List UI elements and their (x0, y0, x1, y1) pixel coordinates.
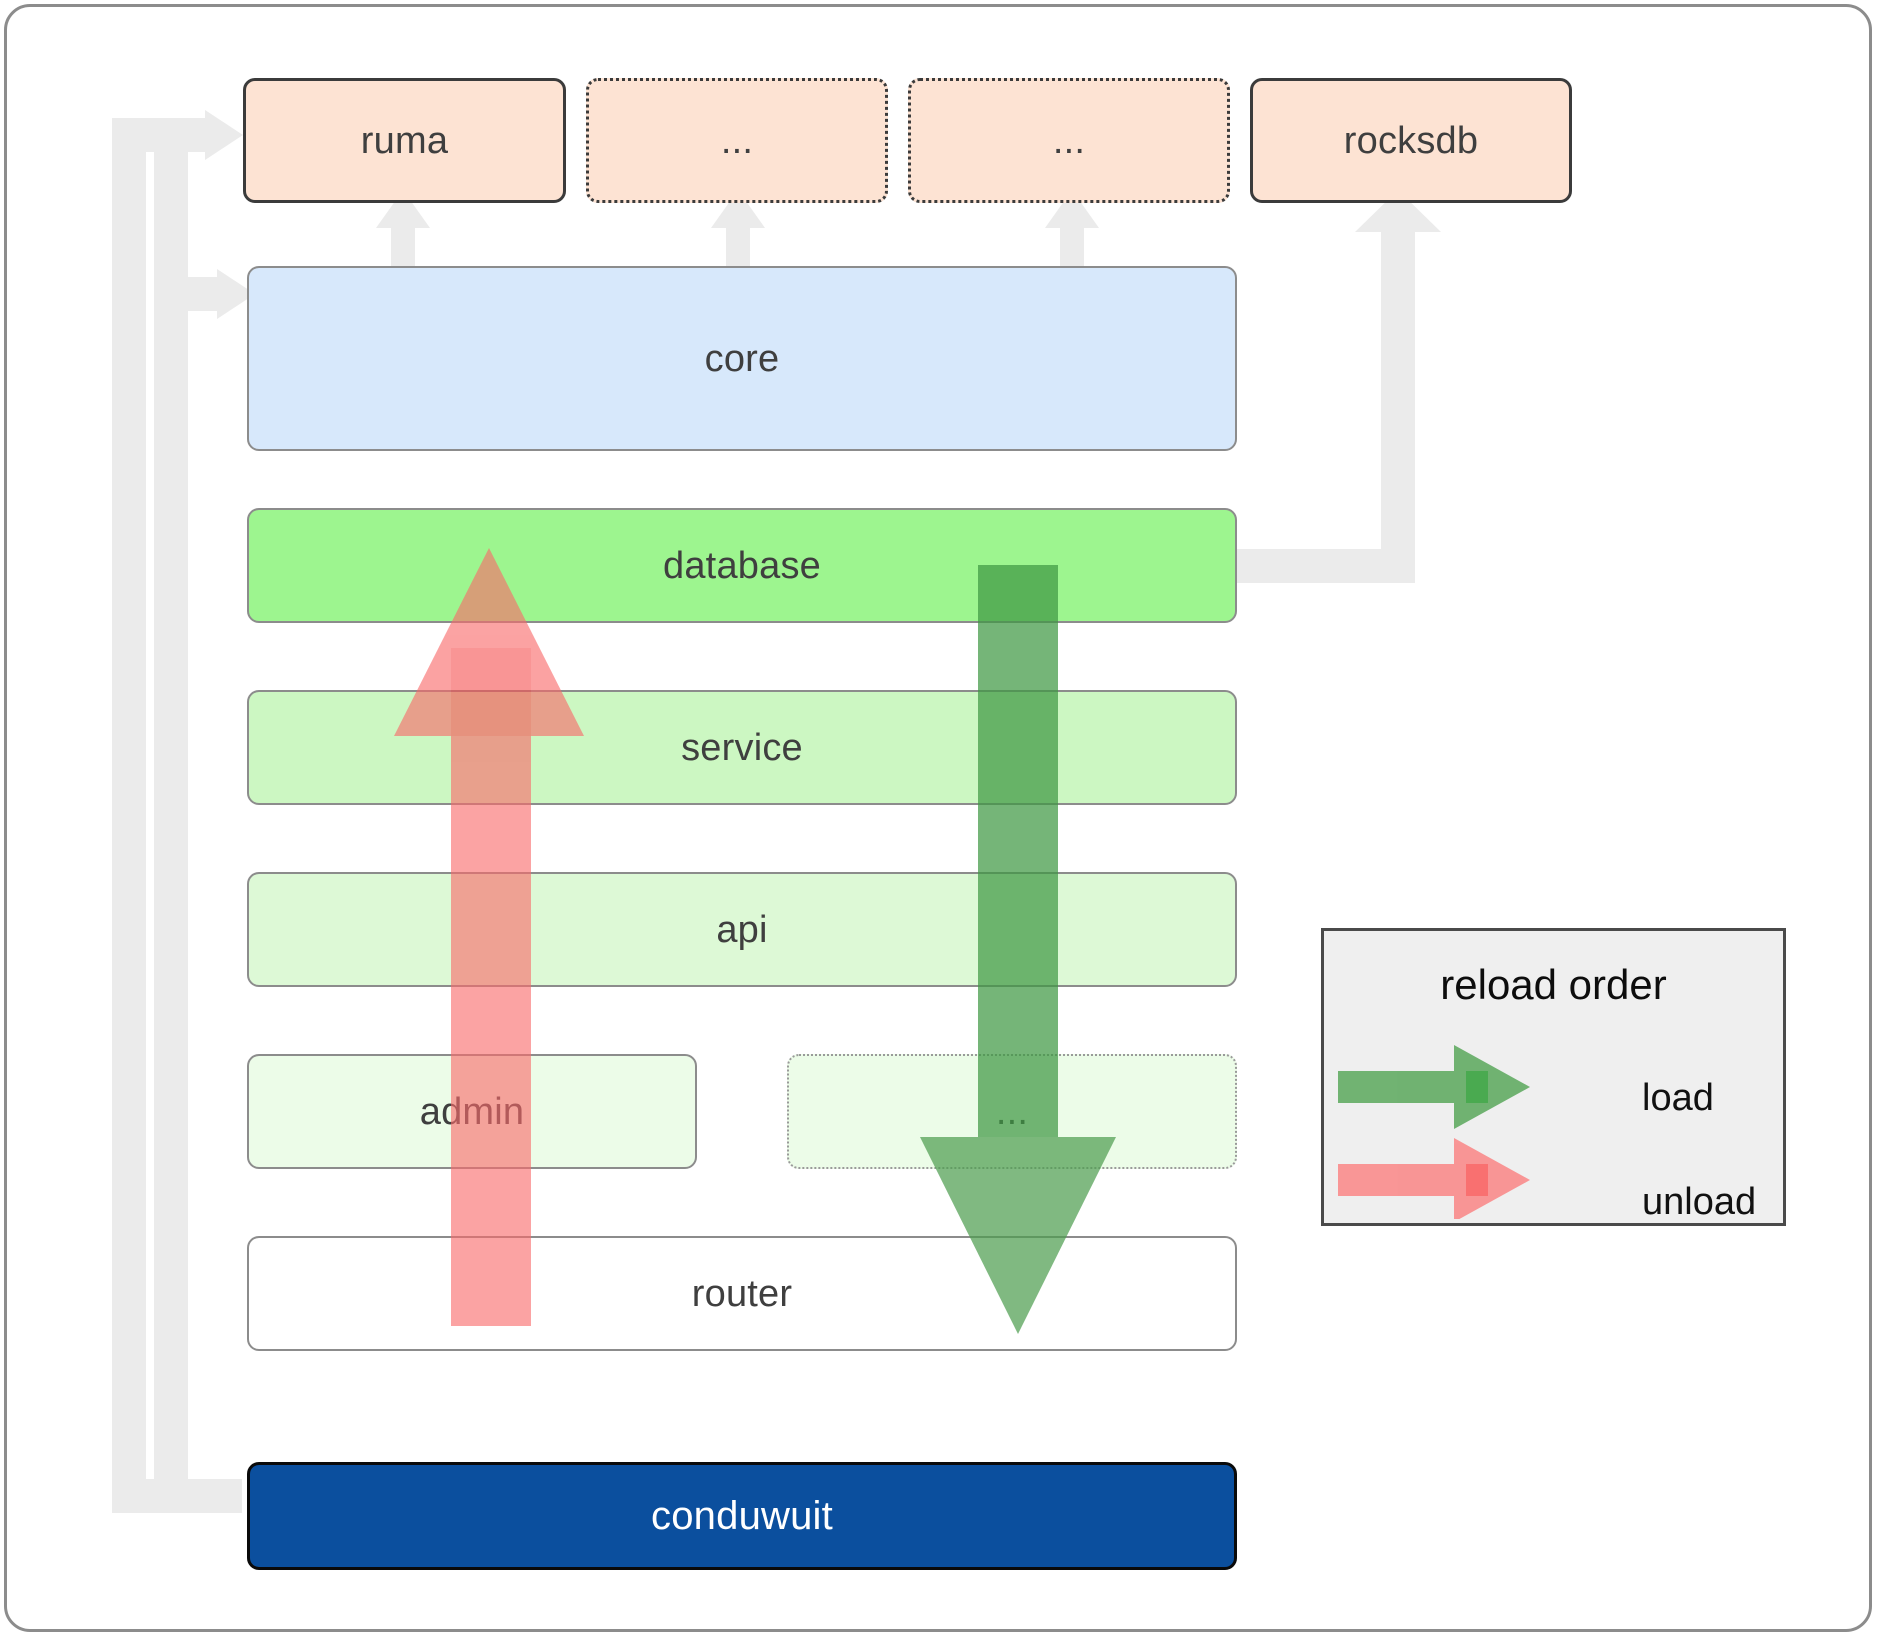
node-router[interactable]: router (247, 1236, 1237, 1351)
node-dep-a-label: ... (720, 119, 754, 162)
legend-arrows (1338, 1045, 1530, 1219)
legend-label-unload: unload (1642, 1181, 1757, 1223)
pipe-left-trunk-bottom (112, 1479, 242, 1513)
node-core[interactable]: core (247, 266, 1237, 451)
legend-unload-arrow (1338, 1138, 1530, 1219)
node-more[interactable]: ... (787, 1054, 1237, 1169)
node-more-label: ... (995, 1090, 1029, 1133)
node-database-label: database (663, 544, 821, 587)
node-conduwuit-label: conduwuit (651, 1494, 833, 1538)
pipe-branch-core-horizontal (154, 277, 224, 311)
node-dep-a[interactable]: ... (586, 78, 888, 203)
node-service-label: service (681, 726, 803, 769)
node-api-label: api (716, 908, 768, 951)
node-router-label: router (691, 1272, 793, 1315)
legend-label-load: load (1642, 1077, 1714, 1119)
node-rocksdb[interactable]: rocksdb (1250, 78, 1572, 203)
diagram-frame (4, 4, 1872, 1632)
pipe-branch-ruma-horizontal (112, 118, 212, 152)
node-database[interactable]: database (247, 508, 1237, 623)
pipe-branch-core-vertical (154, 152, 188, 1482)
node-dep-b-label: ... (1052, 119, 1086, 162)
node-api[interactable]: api (247, 872, 1237, 987)
pipe-left-trunk-vertical (112, 118, 146, 1513)
node-ruma[interactable]: ruma (243, 78, 566, 203)
legend-load-arrow (1338, 1045, 1530, 1129)
node-admin[interactable]: admin (247, 1054, 697, 1169)
pipe-database-to-rocksdb-vertical (1381, 232, 1415, 583)
node-conduwuit[interactable]: conduwuit (247, 1462, 1237, 1570)
node-service[interactable]: service (247, 690, 1237, 805)
legend-title: reload order (1440, 961, 1667, 1008)
node-admin-label: admin (419, 1090, 525, 1133)
node-core-label: core (704, 337, 780, 380)
node-ruma-label: ruma (360, 119, 449, 162)
node-dep-b[interactable]: ... (908, 78, 1230, 203)
legend-panel: reload order load unload (1321, 928, 1786, 1226)
node-rocksdb-label: rocksdb (1343, 119, 1479, 162)
